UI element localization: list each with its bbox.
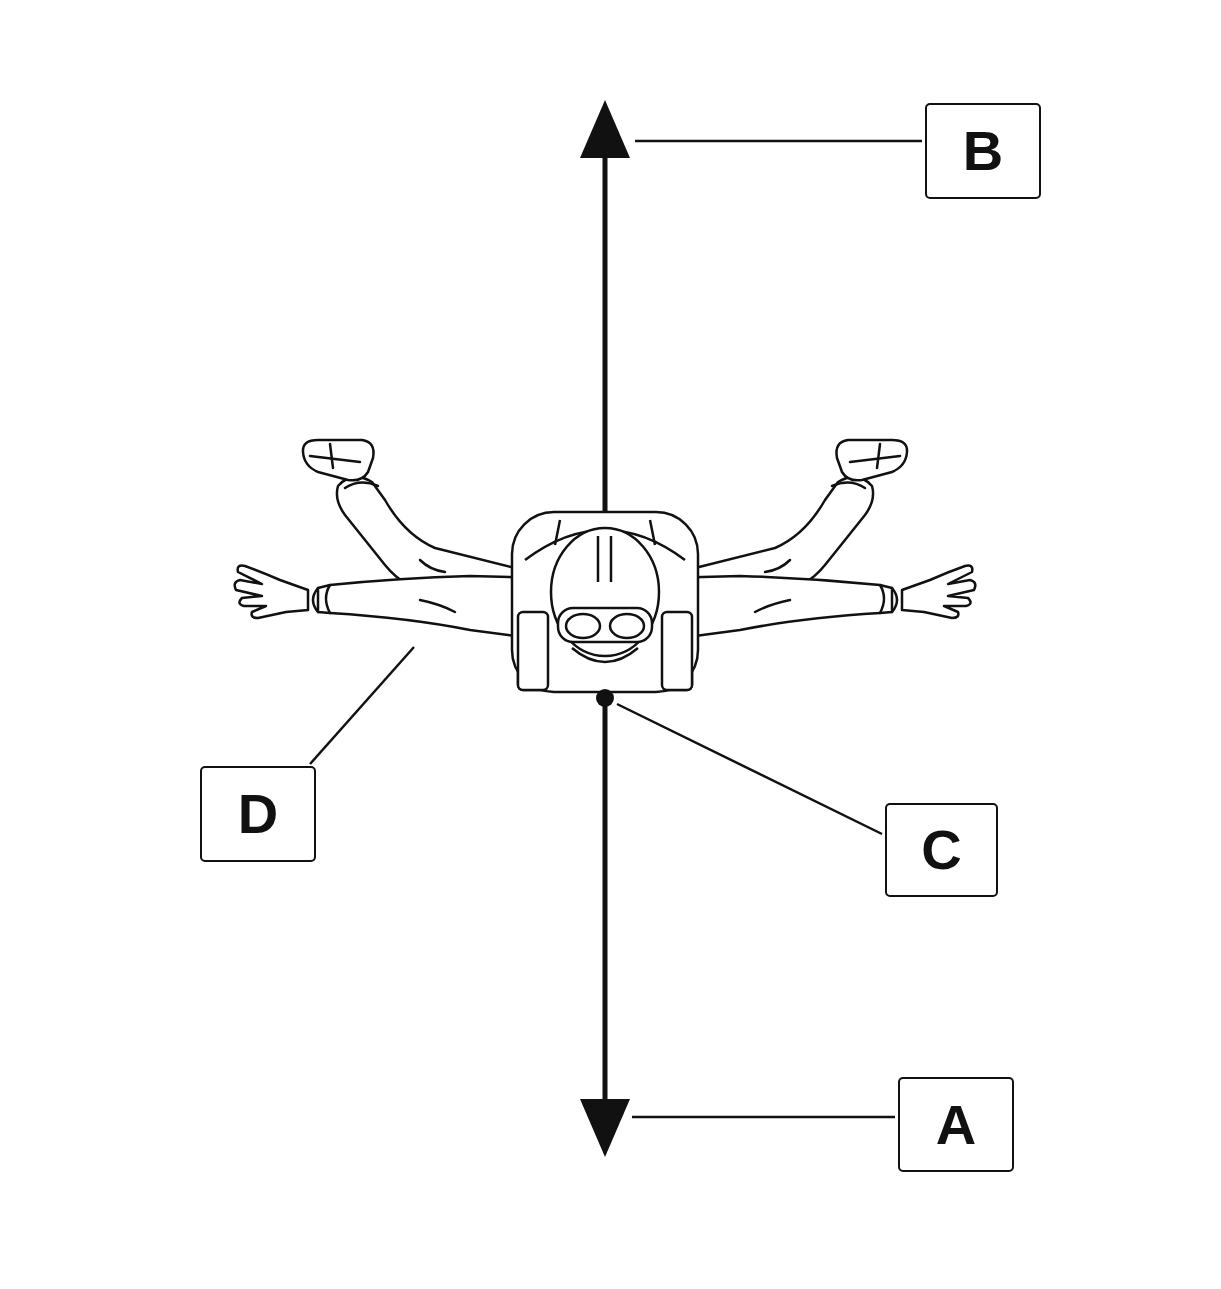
callout-letter: C (921, 822, 961, 878)
callout-box: D (200, 766, 316, 862)
callout-letter: B (963, 123, 1003, 179)
callout-box: C (885, 803, 998, 897)
callout-box: A (898, 1077, 1014, 1172)
callout-letter: D (238, 786, 278, 842)
callout-letter: A (936, 1097, 976, 1153)
callout-box: B (925, 103, 1041, 199)
